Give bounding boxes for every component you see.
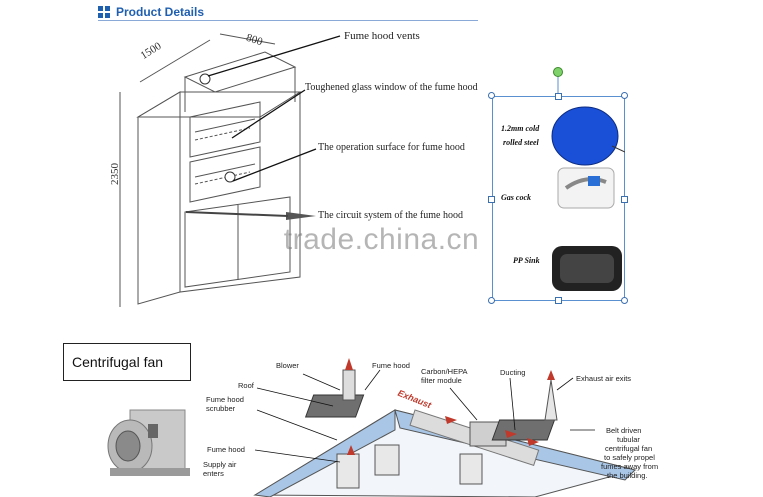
callout-glass-window: Toughened glass window of the fume hood	[305, 82, 478, 93]
centrifugal-fan-title: Centrifugal fan	[72, 354, 164, 370]
gas-cock-label: Gas cock	[501, 193, 531, 202]
label-belt-line1: Belt driven	[606, 426, 642, 435]
callout-vents: Fume hood vents	[344, 30, 420, 42]
watermark: trade.china.cn	[0, 222, 763, 258]
resize-handle-b[interactable]	[555, 297, 562, 304]
label-fume-hood-top: Fume hood	[372, 361, 410, 370]
label-blower: Blower	[276, 361, 299, 370]
steel-disc	[551, 106, 619, 166]
label-filter-line2: filter module	[421, 376, 462, 385]
resize-handle-tr[interactable]	[621, 92, 628, 99]
resize-handle-br[interactable]	[621, 297, 628, 304]
panel-selection-handles	[553, 67, 563, 96]
callout-operation-surface: The operation surface for fume hood	[318, 142, 465, 153]
label-supply-air-line1: Supply air	[203, 460, 237, 469]
label-belt-line2: tubular	[617, 435, 640, 444]
label-fume-hood-left: Fume hood	[207, 445, 245, 454]
resize-handle-bl[interactable]	[488, 297, 495, 304]
arrow-icon	[286, 212, 316, 220]
parts-illustrations	[551, 106, 625, 291]
label-scrubber-line1: Fume hood	[206, 395, 244, 404]
steel-label-line2: rolled steel	[503, 138, 539, 147]
watermark-text: trade.china.cn	[283, 223, 480, 256]
grid-icon	[98, 6, 110, 18]
label-belt-line4: to safely propel	[604, 453, 655, 462]
fume-hood-drawing	[119, 33, 302, 307]
callout-circuit-system: The circuit system of the fume hood	[318, 210, 463, 221]
centrifugal-fan-label-box: Centrifugal fan	[63, 343, 191, 381]
header-divider	[98, 20, 478, 21]
label-belt-line6: the building.	[607, 471, 648, 480]
centrifugal-fan-image	[107, 409, 190, 476]
label-supply-air-line2: enters	[203, 469, 224, 478]
lab-exhaust-diagram	[253, 358, 637, 497]
resize-handle-r[interactable]	[621, 196, 628, 203]
label-filter-line1: Carbon/HEPA	[421, 367, 468, 376]
resize-handle-t[interactable]	[555, 93, 562, 100]
label-belt-line3: centrifugal fan	[605, 444, 653, 453]
product-details-header: Product Details	[98, 4, 204, 20]
label-exhaust-exits: Exhaust air exits	[576, 374, 632, 383]
page-title: Product Details	[116, 5, 205, 19]
steel-label-line1: 1.2mm cold	[501, 124, 540, 133]
label-scrubber-line2: scrubber	[206, 404, 236, 413]
resize-handle-tl[interactable]	[488, 92, 495, 99]
label-roof: Roof	[238, 381, 254, 390]
resize-handle-l[interactable]	[488, 196, 495, 203]
label-belt-line5: fumes away from	[601, 462, 659, 471]
label-ducting: Ducting	[500, 368, 526, 377]
pp-sink-label: PP Sink	[513, 256, 540, 265]
